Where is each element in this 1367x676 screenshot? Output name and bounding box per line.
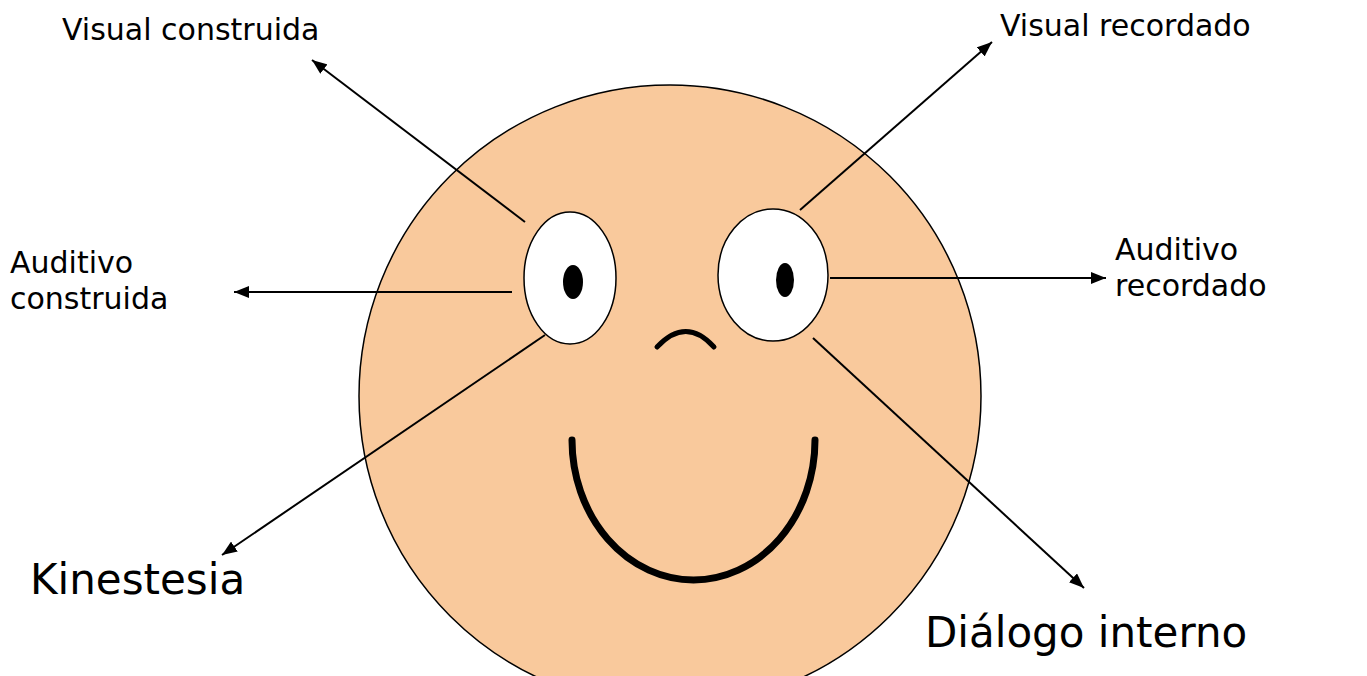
label-text: Visual construida (62, 12, 319, 48)
right-pupil (776, 263, 794, 297)
leader-arrow (830, 277, 1106, 279)
leader-arrow (312, 60, 525, 222)
leader-arrow (813, 338, 1084, 588)
face-circle (359, 85, 981, 676)
leader-arrow (222, 335, 545, 555)
label-text: Auditivo recordado (1115, 232, 1330, 304)
mouth (572, 440, 815, 580)
label-text: Auditivo construida (10, 245, 225, 317)
label-text: Visual recordado (1000, 8, 1251, 44)
leader-arrow (800, 42, 992, 210)
label-text: Diálogo interno (925, 608, 1247, 658)
left-pupil (563, 265, 583, 299)
left-eye (524, 212, 616, 344)
right-eye (718, 209, 828, 341)
leader-arrow (234, 291, 512, 293)
nose (657, 332, 714, 348)
label-text: Kinestesia (30, 555, 245, 605)
